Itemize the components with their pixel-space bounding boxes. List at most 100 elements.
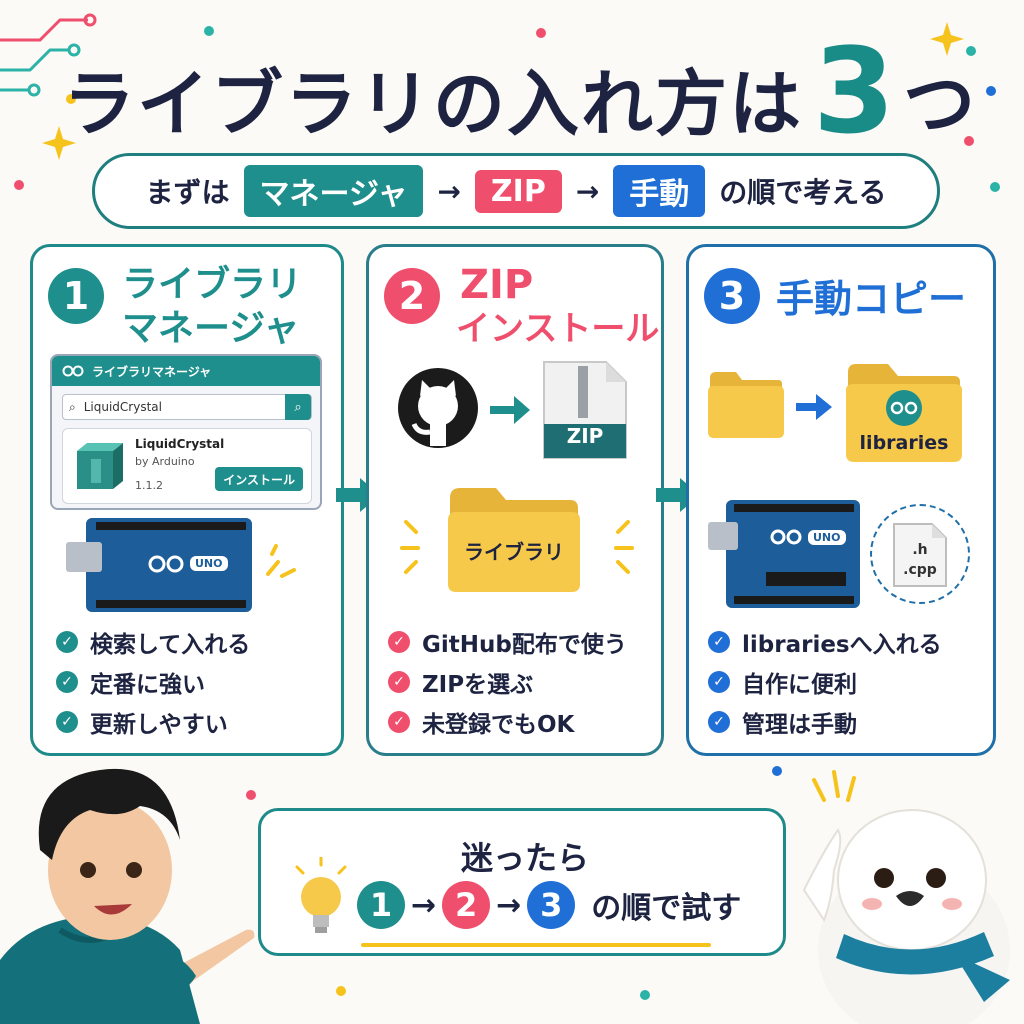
chip-manual: 手動 — [613, 165, 706, 217]
decor-dot — [14, 180, 24, 190]
step-number-3: 3 — [704, 268, 760, 324]
sparkle-lines-icon — [614, 520, 634, 574]
file-ext-h: .h — [912, 542, 928, 558]
github-logo-icon — [398, 368, 478, 448]
panel2-title-line1: ZIP — [460, 262, 534, 308]
bird-mascot-illustration — [802, 770, 1010, 1024]
check-text: 定番に強い — [90, 672, 205, 698]
sparkle-lines-icon — [266, 544, 296, 578]
arduino-board: UNO — [66, 518, 252, 612]
library-search-input[interactable]: ⌕ LiquidCrystal ⌕ — [62, 394, 312, 420]
search-value: LiquidCrystal — [83, 400, 162, 414]
arrow-right-icon — [796, 394, 832, 420]
sparkle-icon — [930, 22, 964, 56]
zip-file-icon — [543, 361, 627, 459]
folder-icon — [708, 372, 784, 438]
flow-step-1: 1 — [357, 881, 405, 929]
boy-character-illustration — [0, 768, 255, 1024]
recommendation-flow: 1 → 2 → 3 の順で試す — [357, 881, 741, 929]
decor-dot — [536, 28, 546, 38]
check-icon: ✓ — [388, 671, 410, 693]
circuit-decoration — [0, 13, 97, 97]
recommendation-title: 迷ったら — [460, 839, 589, 877]
arrow-right-icon: → — [575, 174, 600, 208]
check-icon: ✓ — [388, 631, 410, 653]
window-title: ライブラリマネージャ — [92, 364, 212, 379]
check-text: librariesへ入れる — [742, 632, 942, 658]
library-version: 1.1.2 — [135, 479, 163, 492]
decor-dot — [640, 990, 650, 1000]
sparkle-icon — [42, 126, 76, 160]
install-button[interactable]: インストール — [215, 467, 303, 491]
check-text: 未登録でもOK — [422, 712, 575, 738]
folder-icon — [448, 488, 580, 592]
sparkle-lines-icon — [400, 520, 420, 574]
panel1-title-line1: ライブラリ — [122, 264, 303, 305]
search-icon: ⌕ — [69, 399, 76, 414]
check-text: 更新しやすい — [90, 712, 228, 738]
check-text: GitHub配布で使う — [422, 632, 627, 658]
list-item: ✓ ZIPを選ぶ — [388, 662, 627, 702]
panel2-checklist: ✓ GitHub配布で使う ✓ ZIPを選ぶ ✓未登録でもOK — [388, 622, 627, 742]
check-text: ZIPを選ぶ — [422, 672, 534, 698]
list-item: ✓ librariesへ入れる — [708, 622, 942, 662]
decor-dot — [336, 986, 346, 996]
list-item: ✓未登録でもOK — [388, 702, 627, 742]
check-text: 自作に便利 — [742, 672, 857, 698]
check-icon: ✓ — [708, 631, 730, 653]
recommendation-box: 迷ったら 1 → 2 → 3 の順で試す — [258, 808, 786, 956]
check-icon: ✓ — [56, 711, 78, 733]
panel3-title: 手動コピー — [776, 277, 967, 321]
panel1-title-line2: マネージャ — [122, 308, 300, 349]
decor-dot — [964, 136, 974, 146]
title-number: 3 — [812, 22, 898, 160]
chip-zip: ZIP — [474, 169, 562, 213]
arduino-logo-icon — [62, 365, 84, 377]
subtitle-prefix: まずは — [145, 176, 230, 209]
decor-dot — [66, 94, 76, 104]
library-package-icon — [77, 443, 123, 489]
arrow-right-icon — [490, 396, 530, 424]
highlight-underline — [361, 943, 711, 947]
check-icon: ✓ — [56, 671, 78, 693]
title-main: ライブラリの入れ方は — [62, 62, 803, 146]
list-item: ✓ 定番に強い — [56, 662, 250, 702]
arrow-right-icon: → — [411, 887, 437, 923]
libraries-folder-icon — [846, 364, 962, 462]
uno-label: UNO — [190, 556, 228, 571]
search-button[interactable]: ⌕ — [285, 394, 311, 420]
arrow-right-icon: → — [496, 887, 522, 923]
list-item: ✓ 更新しやすい — [56, 702, 250, 742]
arduino-board: UNO — [708, 500, 860, 608]
uno-label: UNO — [808, 530, 846, 545]
library-author: by Arduino — [135, 455, 195, 468]
arduino-logo-icon — [770, 529, 802, 545]
chip-manager: マネージャ — [243, 165, 424, 217]
panel3-checklist: ✓ librariesへ入れる ✓自作に便利 ✓管理は手動 — [708, 622, 942, 742]
window-titlebar: ライブラリマネージャ — [52, 356, 320, 386]
flow-suffix: の順で試す — [591, 891, 742, 926]
decor-dot — [990, 182, 1000, 192]
title-suffix: つ — [903, 62, 978, 146]
check-icon: ✓ — [56, 631, 78, 653]
library-card: LiquidCrystal by Arduino 1.1.2 インストール — [62, 428, 312, 504]
decor-dot — [772, 766, 782, 776]
library-name: LiquidCrystal — [135, 437, 225, 451]
list-item: ✓ 検索して入れる — [56, 622, 250, 662]
decor-dot — [966, 46, 976, 56]
list-item: ✓管理は手動 — [708, 702, 942, 742]
page-title: ライブラリの入れ方は 3 つ — [63, 32, 975, 150]
flow-step-3: 3 — [527, 881, 576, 929]
zip-file-label: ZIP — [566, 424, 604, 448]
subtitle-suffix: の順で考える — [719, 176, 887, 209]
check-text: 検索して入れる — [90, 632, 251, 658]
panel2-title-line2: インストール — [456, 309, 660, 349]
decor-dot — [204, 26, 214, 36]
arrow-right-icon: → — [437, 174, 461, 208]
list-item: ✓ GitHub配布で使う — [388, 622, 627, 662]
step-number-1: 1 — [48, 268, 104, 324]
libraries-folder-label: libraries — [859, 432, 949, 454]
list-item: ✓自作に便利 — [708, 662, 942, 702]
source-files-circle — [870, 504, 970, 604]
step-number-2: 2 — [384, 268, 440, 324]
